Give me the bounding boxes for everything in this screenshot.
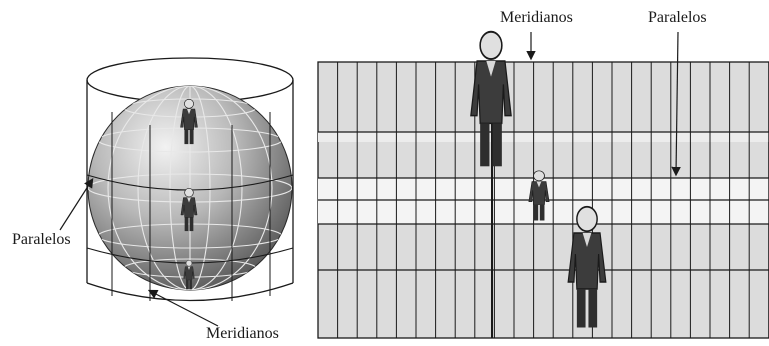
cylinder-globe-diagram <box>59 57 294 327</box>
cylinder-parallels-label: Paralelos <box>12 231 71 248</box>
grid-parallels-label: Paralelos <box>648 9 707 26</box>
cylinder-meridians-label: Meridianos <box>206 325 279 342</box>
grid-meridians-label: Meridianos <box>500 9 573 26</box>
light-strip <box>318 132 769 142</box>
arrow-icon <box>671 31 681 177</box>
arrow-icon <box>147 289 219 327</box>
flattened-grid-diagram <box>317 30 769 339</box>
arrow-icon <box>59 177 94 231</box>
cylinder-meridians <box>111 112 271 301</box>
grid-parallels <box>318 131 769 271</box>
